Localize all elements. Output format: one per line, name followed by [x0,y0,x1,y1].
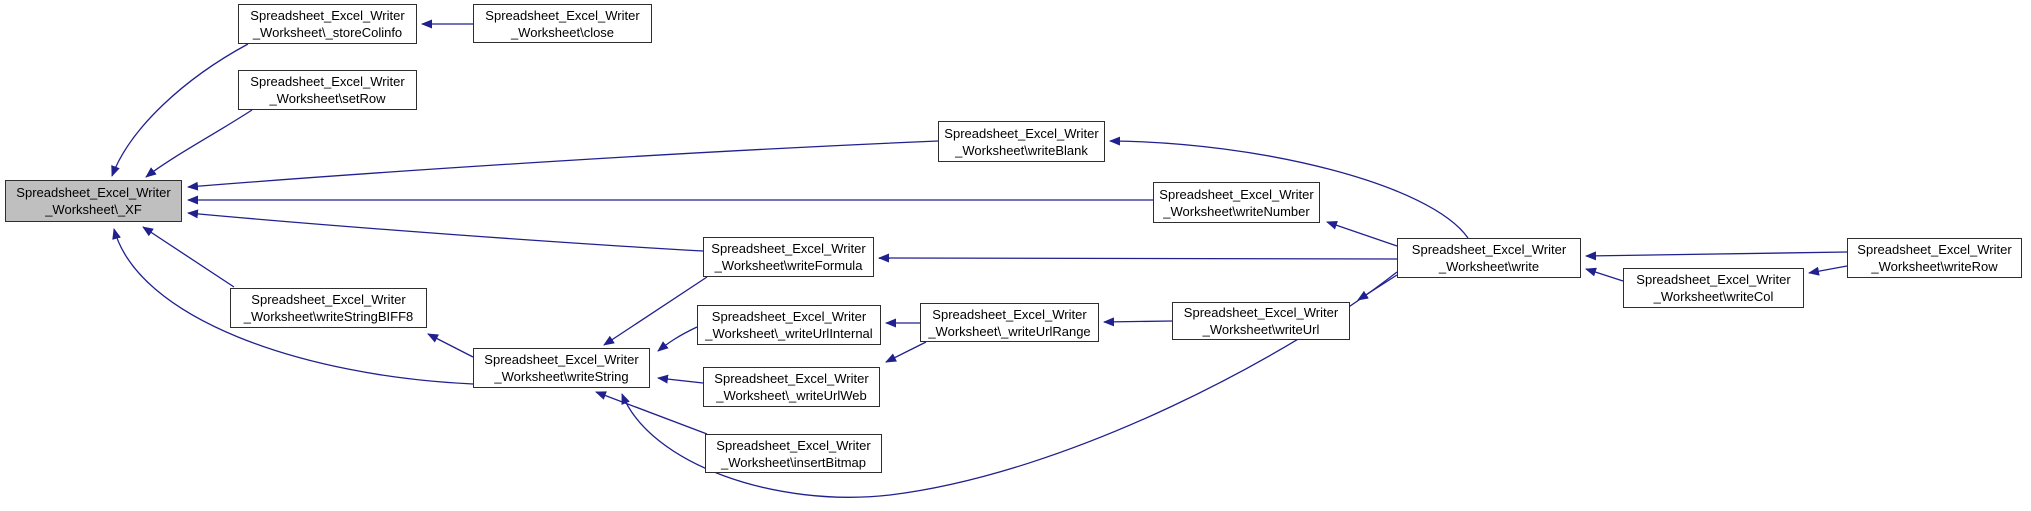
node-label-line2: _Worksheet\writeFormula [714,258,863,273]
node-label-line2: _Worksheet\setRow [269,91,386,106]
node-label-line2: _Worksheet\writeBlank [955,142,1088,158]
node-write-url[interactable]: Spreadsheet_Excel_Writer _Worksheet\write… [1172,302,1350,340]
node-write-string[interactable]: Spreadsheet_Excel_Writer _Worksheet\write… [473,348,650,388]
node-label-line1: Spreadsheet_Excel_Writer [251,292,406,307]
node-label-line2: _Worksheet\writeStringBIFF8 [243,309,414,324]
node-label-line2: _Worksheet\writeString [494,369,629,384]
node-label-line1: Spreadsheet_Excel_Writer [711,309,867,324]
node-label-line1: Spreadsheet_Excel_Writer [1411,242,1567,257]
edge-write-url-web-to-write-string [657,374,704,384]
edge-write-url-range-to-write-url-web [885,341,927,363]
node-label-line2: _Worksheet\close [510,24,615,40]
node-write-url-web[interactable]: Spreadsheet_Excel_Writer _Worksheet\_writ… [703,367,880,407]
edge-set-row-to-xf [145,109,253,178]
node-label-line2: _Worksheet\_XF [45,202,142,217]
edge-write-url-internal-to-write-string [657,326,698,352]
node-write[interactable]: Spreadsheet_Excel_Writer _Worksheet\write [1397,238,1581,278]
node-write-url-range[interactable]: Spreadsheet_Excel_Writer_Worksheet\_writ… [920,303,1099,342]
node-label-line1: Spreadsheet_Excel_Writer [16,185,171,200]
edge-write-row-to-write-col [1808,265,1848,276]
node-close[interactable]: Spreadsheet_Excel_Writer_Worksheet\close [473,4,652,43]
edge-write-url-to-write-url-range [1103,317,1173,327]
edge-insert-bitmap-to-write-string [595,391,708,435]
edge-write-string-biff8-to-xf [142,226,235,288]
edge-write-blank-to-xf [187,140,939,191]
node-label-line2: _Worksheet\writeCol [1653,289,1774,304]
edge-store-colinfo-to-xf [111,43,249,177]
node-label-line2: _Worksheet\writeUrl [1202,322,1320,337]
edge-write-to-write-formula [878,253,1398,263]
node-label-line1: Spreadsheet_Excel_Writer [250,8,405,23]
node-label-line2: _Worksheet\write [1438,259,1540,274]
node-insert-bitmap[interactable]: Spreadsheet_Excel_Writer_Worksheet\inser… [705,434,882,473]
node-write-blank[interactable]: Spreadsheet_Excel_Writer_Worksheet\write… [938,121,1105,162]
node-label-line1: Spreadsheet_Excel_Writer [714,371,869,386]
node-label-line2: _Worksheet\_writeUrlInternal [705,326,873,341]
edge-write-col-to-write [1585,267,1624,282]
node-label-line1: Spreadsheet_Excel_Writer [1183,305,1339,320]
node-label-line1: Spreadsheet_Excel_Writer [1857,242,2012,257]
node-label-line2: _Worksheet\writeNumber [1163,203,1310,219]
node-label-line2: _Worksheet\_storeColinfo [252,25,403,40]
edge-write-to-write-number [1326,220,1398,247]
node-xf[interactable]: Spreadsheet_Excel_Writer _Worksheet\_XF [5,180,182,222]
node-label-line1: Spreadsheet_Excel_Writer [484,352,639,367]
node-label-line1: Spreadsheet_Excel_Writer [944,125,1099,141]
node-label-line2: _Worksheet\writeRow [1871,259,1998,274]
node-label-line1: Spreadsheet_Excel_Writer [711,241,866,256]
node-write-row[interactable]: Spreadsheet_Excel_Writer _Worksheet\write… [1847,238,2022,278]
node-label-line1: Spreadsheet_Excel_Writer [250,74,405,89]
edge-write-formula-to-write-string [603,276,708,346]
node-write-col[interactable]: Spreadsheet_Excel_Writer _Worksheet\write… [1623,268,1804,308]
edge-write-formula-to-xf [187,209,704,252]
edge-write-to-write-url [1357,274,1398,301]
node-label-line2: _Worksheet\insertBitmap [721,454,866,470]
node-label-line2: _Worksheet\_writeUrlWeb [716,388,867,403]
node-store-colinfo[interactable]: Spreadsheet_Excel_Writer _Worksheet\_stor… [238,4,417,44]
node-write-number[interactable]: Spreadsheet_Excel_Writer_Worksheet\write… [1153,182,1320,223]
node-write-url-internal[interactable]: Spreadsheet_Excel_Writer _Worksheet\_writ… [697,305,881,345]
node-set-row[interactable]: Spreadsheet_Excel_Writer _Worksheet\setRo… [238,70,417,110]
node-label-line1: Spreadsheet_Excel_Writer [932,306,1087,322]
node-label-line1: Spreadsheet_Excel_Writer [485,7,640,23]
node-write-formula[interactable]: Spreadsheet_Excel_Writer _Worksheet\write… [703,237,874,277]
node-write-string-biff8[interactable]: Spreadsheet_Excel_Writer _Worksheet\write… [230,288,427,328]
node-label-line1: Spreadsheet_Excel_Writer [716,437,871,453]
edge-write-row-to-write [1585,251,1848,261]
node-label-line1: Spreadsheet_Excel_Writer [1159,186,1314,202]
node-label-line1: Spreadsheet_Excel_Writer [1636,272,1791,287]
edge-write-string-to-write-string-biff8 [427,333,474,358]
node-label-line2: _Worksheet\_writeUrlRange [928,323,1091,339]
